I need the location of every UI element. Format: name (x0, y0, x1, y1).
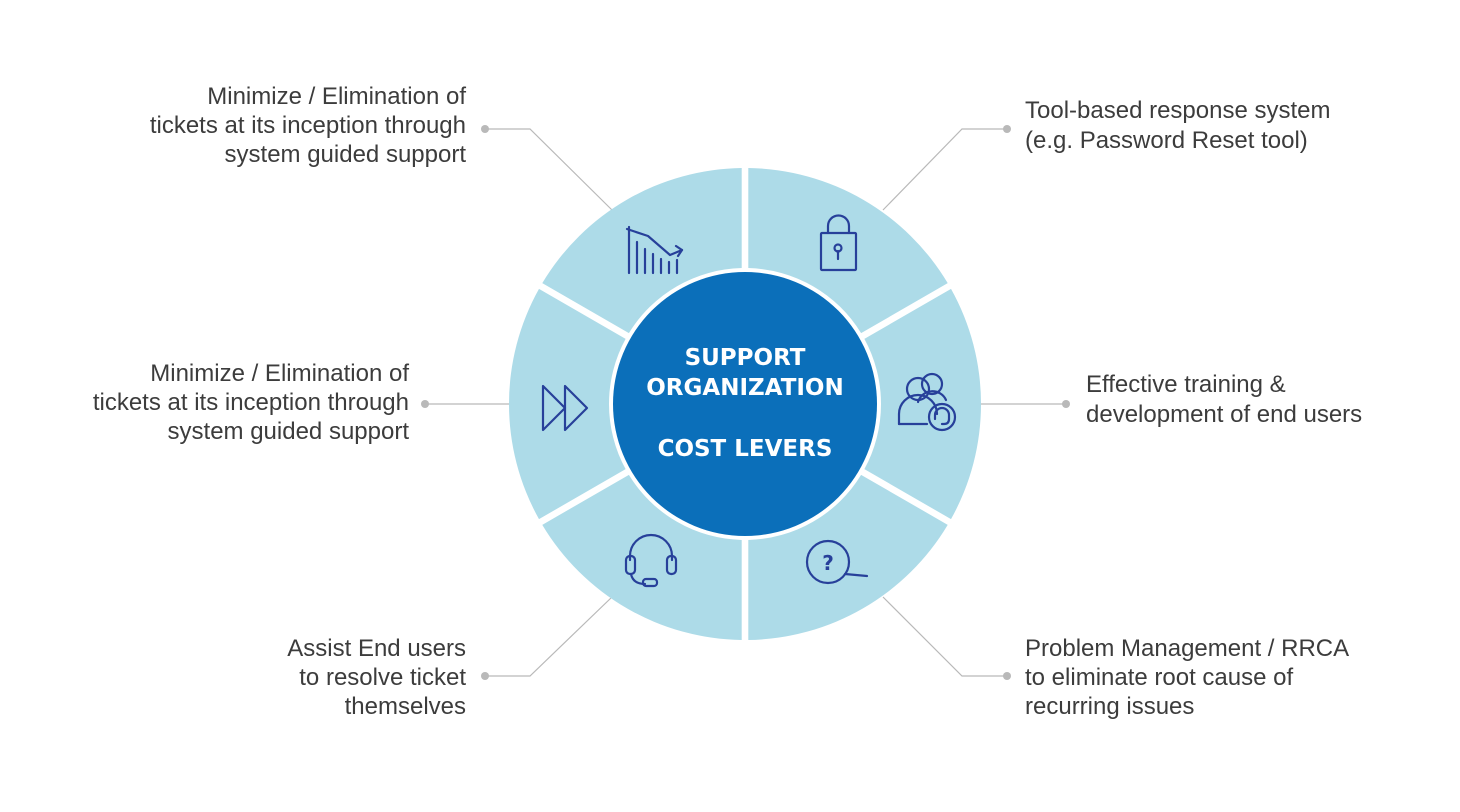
label-line: (e.g. Password Reset tool) (1025, 127, 1308, 154)
label-line: system guided support (225, 141, 467, 168)
connector-dot-bottom-right (1003, 672, 1011, 680)
padlock-icon (819, 214, 858, 272)
label-top-right: Tool-based response system (e.g. Passwor… (1025, 97, 1330, 154)
connector-bottom-left (485, 596, 613, 677)
label-line: system guided support (168, 418, 410, 445)
connectors (421, 125, 1070, 680)
connector-dot-left (421, 400, 429, 408)
label-line: tickets at its inception through (93, 389, 409, 416)
label-bottom-right: Problem Management / RRCA to eliminate r… (1025, 635, 1349, 720)
label-line: tickets at its inception through (150, 112, 466, 139)
connector-top-left (485, 128, 613, 211)
label-line: to eliminate root cause of (1025, 664, 1293, 691)
declining-chart-icon (625, 225, 684, 275)
label-line: to resolve ticket (299, 664, 466, 691)
connector-dot-top-right (1003, 125, 1011, 133)
label-right: Effective training & development of end … (1086, 371, 1362, 428)
segment-right (864, 288, 981, 520)
question-mark-glyph: ? (822, 551, 834, 575)
label-line: Tool-based response system (1025, 97, 1330, 124)
connector-top-right (882, 128, 1007, 211)
connector-dot-bottom-left (481, 672, 489, 680)
segment-top-left (542, 168, 742, 334)
connector-bottom-right (882, 596, 1007, 677)
segment-left (509, 288, 626, 520)
label-line: recurring issues (1025, 693, 1194, 720)
hub-circle (613, 272, 877, 536)
hub-title-line-1: SUPPORT (685, 345, 806, 371)
label-line: themselves (345, 693, 466, 720)
label-bottom-left: Assist End users to resolve ticket thems… (287, 635, 466, 720)
label-line: Minimize / Elimination of (207, 83, 466, 110)
connector-dot-right (1062, 400, 1070, 408)
hub-title-line-3: COST LEVERS (658, 436, 833, 462)
label-line: development of end users (1086, 401, 1362, 428)
label-line: Effective training & (1086, 371, 1286, 398)
segment-top-right (748, 168, 948, 334)
hub-title-line-2: ORGANIZATION (646, 375, 844, 401)
label-line: Minimize / Elimination of (150, 360, 409, 387)
lever-ring (509, 168, 981, 640)
label-top-left: Minimize / Elimination of tickets at its… (150, 83, 467, 168)
hub: SUPPORT ORGANIZATION COST LEVERS (613, 272, 877, 536)
fast-forward-icon (541, 384, 589, 432)
segment-bottom-left (542, 474, 742, 640)
headset-icon (624, 533, 678, 588)
question-magnifier-icon (805, 539, 869, 585)
users-headset-icon (897, 372, 957, 432)
label-line: Problem Management / RRCA (1025, 635, 1349, 662)
label-line: Assist End users (287, 635, 466, 662)
connector-dot-top-left (481, 125, 489, 133)
label-left: Minimize / Elimination of tickets at its… (93, 360, 410, 445)
